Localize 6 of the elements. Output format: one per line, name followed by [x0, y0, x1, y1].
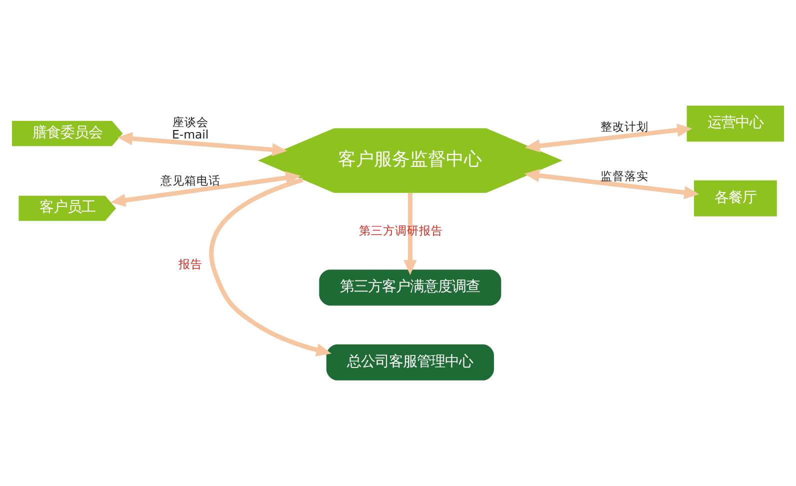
- edge-label: 意见箱电话: [160, 173, 220, 188]
- edge-label: 座谈会 E-mail: [172, 114, 209, 142]
- edge-label: 整改计划: [600, 119, 649, 134]
- edge-label: 第三方调研报告: [359, 223, 444, 238]
- edge-label: 监督落实: [600, 168, 649, 183]
- edge-label: 报告: [178, 257, 202, 272]
